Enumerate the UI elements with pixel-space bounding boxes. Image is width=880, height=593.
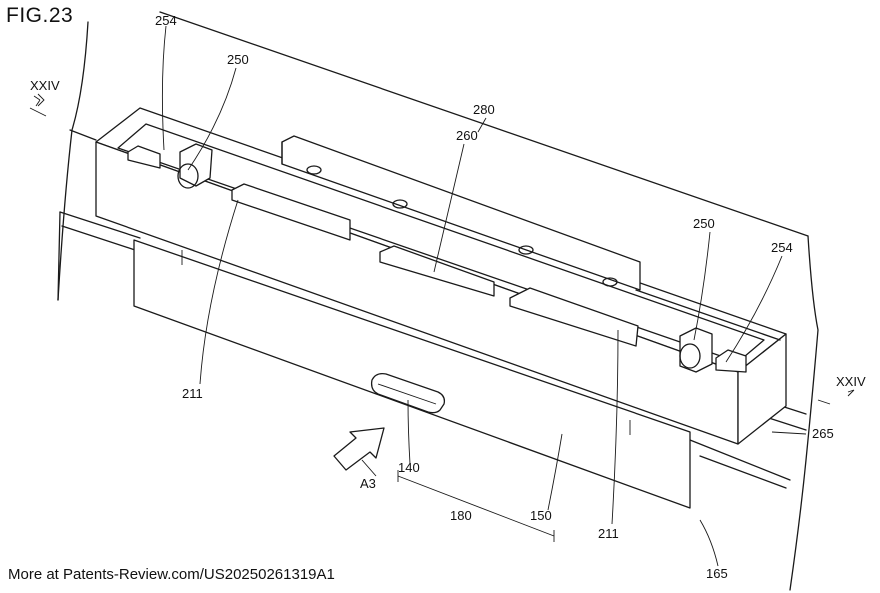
label-140: 140 — [398, 460, 420, 475]
section-marker-left — [29, 93, 47, 117]
front-plate-150 — [133, 239, 691, 509]
section-marker-right — [817, 389, 855, 405]
button-140 — [370, 372, 446, 414]
label-250-right: 250 — [693, 216, 715, 231]
dimension-180 — [397, 470, 555, 542]
label-250-left: 250 — [227, 52, 249, 67]
section-label-right: XXIV — [836, 374, 866, 389]
label-254-right: 254 — [771, 240, 793, 255]
figure-label: FIG.23 — [6, 4, 74, 27]
arrow-a3 — [333, 427, 385, 471]
label-a3: A3 — [360, 476, 376, 491]
label-265: 265 — [812, 426, 834, 441]
label-260: 260 — [456, 128, 478, 143]
label-180: 180 — [450, 508, 472, 523]
label-165: 165 — [706, 566, 728, 581]
label-211-right: 211 — [598, 526, 619, 541]
leader-lines — [161, 25, 807, 567]
label-150: 150 — [530, 508, 552, 523]
section-label-left: XXIV — [30, 78, 60, 93]
footer-source: More at Patents-Review.com/US20250261319… — [8, 566, 335, 583]
label-254-left: 254 — [155, 13, 177, 28]
frame-280 — [95, 107, 787, 445]
label-211-left: 211 — [182, 386, 203, 401]
label-280: 280 — [473, 102, 495, 117]
